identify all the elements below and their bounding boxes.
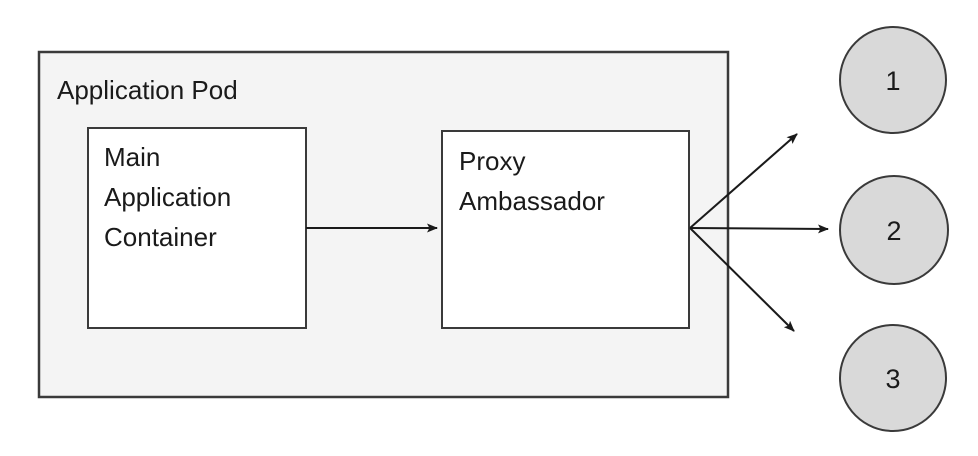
proxy-to-service-3-arrow (689, 227, 795, 332)
proxy-ambassador-container-rect (441, 130, 690, 329)
proxy-to-service-2-arrow (689, 224, 829, 234)
main-app-line-1: Main (104, 142, 160, 172)
external-service-2[interactable]: 2 (839, 175, 949, 285)
proxy-to-service-1-arrow (689, 133, 798, 229)
external-service-3-label: 3 (885, 364, 900, 394)
external-service-1-label: 1 (885, 66, 900, 96)
main-app-line-2: Application (104, 182, 231, 212)
main-application-container-label: Main Application Container (104, 142, 238, 252)
external-service-2-label: 2 (886, 216, 901, 246)
proxy-ambassador-container-label: Proxy Ambassador (459, 146, 605, 216)
main-app-line-3: Container (104, 222, 217, 252)
external-service-3[interactable]: 3 (839, 324, 947, 432)
proxy-line-1: Proxy (459, 146, 525, 176)
main-application-container-rect (87, 127, 307, 329)
external-service-1[interactable]: 1 (839, 26, 947, 134)
external-service-2-circle (839, 175, 949, 285)
external-service-3-circle (839, 324, 947, 432)
proxy-ambassador-container[interactable]: Proxy Ambassador (441, 130, 690, 329)
main-application-container[interactable]: Main Application Container (87, 127, 307, 329)
proxy-line-2: Ambassador (459, 186, 605, 216)
external-service-1-circle (839, 26, 947, 134)
application-pod-label: Application Pod (57, 75, 238, 105)
